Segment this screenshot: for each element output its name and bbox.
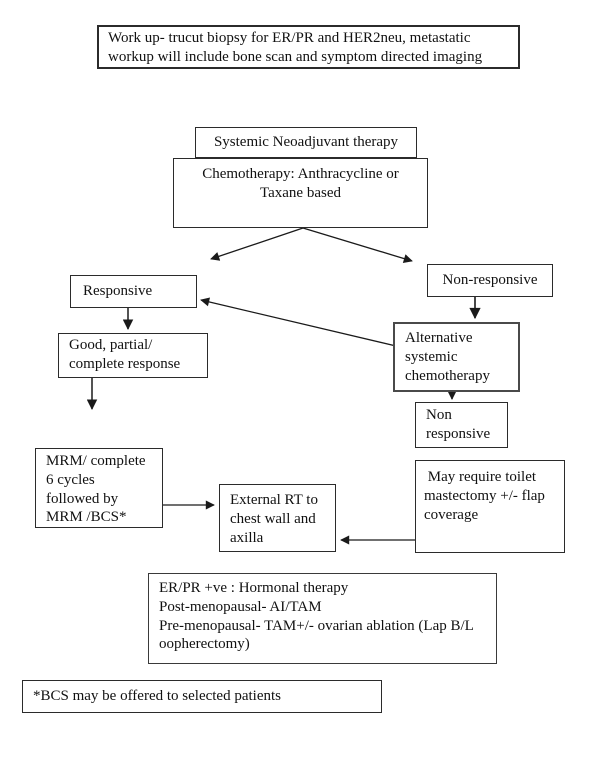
- node-responsive: Responsive: [70, 275, 197, 308]
- node-hormonal-therapy: ER/PR +ve : Hormonal therapy Post-menopa…: [148, 573, 497, 664]
- node-systemic-neoadjuvant: Systemic Neoadjuvant therapy: [195, 127, 417, 158]
- node-non-responsive: Non-responsive: [427, 264, 553, 297]
- arrow-chemo-to-non-responsive: [302, 227, 413, 263]
- node-external-rt: External RT to chest wall and axilla: [219, 484, 336, 552]
- node-good-response: Good, partial/ complete response: [58, 333, 208, 378]
- node-bcs-footnote: *BCS may be offered to selected patients: [22, 680, 382, 713]
- node-non-responsive-2: Non responsive: [415, 402, 508, 448]
- node-mrm: MRM/ complete 6 cycles followed by MRM /…: [35, 448, 163, 528]
- node-chemotherapy: Chemotherapy: Anthracycline or Taxane ba…: [173, 158, 428, 228]
- arrow-chemo-to-responsive: [210, 227, 304, 261]
- node-toilet-mastectomy: May require toilet mastectomy +/- flap c…: [415, 460, 565, 553]
- node-workup-note: Work up- trucut biopsy for ER/PR and HER…: [97, 25, 520, 69]
- arrow-alternative-to-responsive: [200, 297, 397, 347]
- node-alternative-chemo: Alternative systemic chemotherapy: [393, 322, 520, 392]
